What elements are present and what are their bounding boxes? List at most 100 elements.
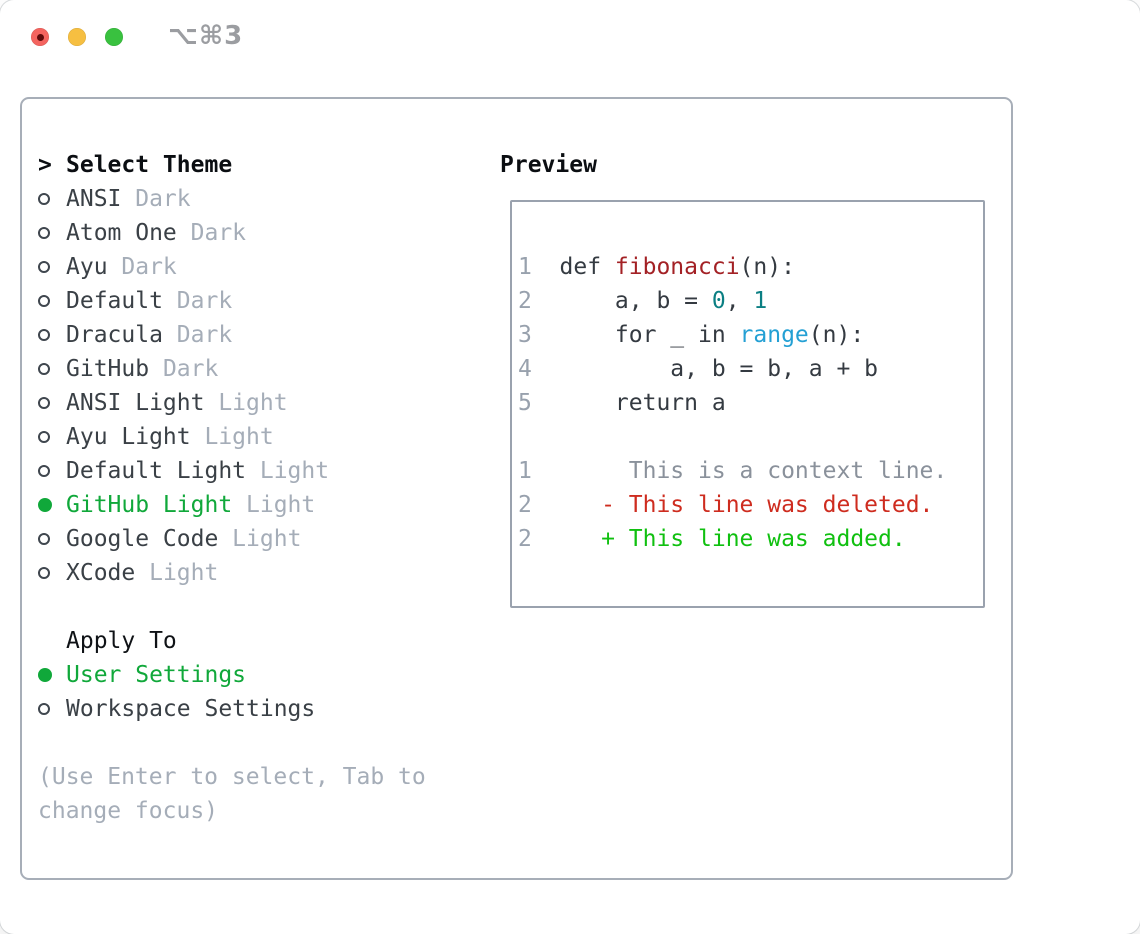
code-token: ,	[725, 288, 754, 314]
code-token: range	[739, 322, 809, 348]
radio-dot	[38, 533, 50, 545]
theme-item[interactable]: ANSI Light Light	[38, 386, 426, 420]
theme-item[interactable]: Default Light Light	[38, 454, 426, 488]
code-token: + This line was added.	[559, 526, 906, 552]
radio-dot	[38, 397, 50, 409]
close-button[interactable]	[31, 28, 49, 46]
option-label: GitHub	[66, 356, 150, 382]
line-number: 4	[518, 356, 532, 382]
option-label: Default Light	[66, 458, 247, 484]
apply-to-option[interactable]: Workspace Settings	[38, 692, 426, 726]
radio-icon	[38, 363, 66, 375]
option-variant: Light	[190, 424, 274, 450]
option-variant: Light	[246, 458, 330, 484]
code-token: (n):	[739, 254, 795, 280]
option-label: Workspace Settings	[66, 696, 316, 722]
radio-dot	[38, 498, 52, 512]
code-line: 5 return a	[518, 386, 983, 420]
option-label: ANSI Light	[66, 390, 205, 416]
line-number: 3	[518, 322, 532, 348]
radio-icon	[38, 431, 66, 443]
radio-selected-icon	[38, 668, 66, 682]
theme-item[interactable]: Ayu Light Light	[38, 420, 426, 454]
radio-icon	[38, 567, 66, 579]
option-label: Google Code	[66, 526, 219, 552]
option-variant: Dark	[162, 288, 233, 314]
hint-text: (Use Enter to select, Tab to change focu…	[38, 764, 426, 824]
option-label: Dracula	[66, 322, 163, 348]
code-token: This is a context line.	[559, 458, 948, 484]
option-variant: Dark	[121, 186, 191, 212]
radio-icon	[38, 703, 66, 715]
apply-to-title: Apply To	[66, 628, 177, 654]
code-token: a, b =	[559, 288, 712, 314]
option-variant: Dark	[149, 356, 219, 382]
apply-to-option[interactable]: User Settings	[38, 658, 426, 692]
code-line: 3 for _ in range(n):	[518, 318, 983, 352]
theme-item[interactable]: XCode Light	[38, 556, 426, 590]
radio-selected-icon	[38, 498, 66, 512]
theme-item[interactable]: Ayu Dark	[38, 250, 426, 284]
code-line	[518, 420, 983, 454]
option-variant: Light	[204, 390, 288, 416]
option-variant: Dark	[176, 220, 247, 246]
option-label: XCode	[66, 560, 136, 586]
code-line: 2 a, b = 0, 1	[518, 284, 983, 318]
close-dot-icon	[36, 33, 44, 41]
code-token: 1	[753, 288, 768, 314]
theme-item[interactable]: ANSI Dark	[38, 182, 426, 216]
code-token: (n):	[808, 322, 865, 348]
option-variant: Dark	[107, 254, 177, 280]
radio-dot	[38, 431, 50, 443]
zoom-button[interactable]	[105, 28, 123, 46]
code-line: 4 a, b = b, a + b	[518, 352, 983, 386]
option-label: User Settings	[66, 662, 247, 688]
option-variant: Light	[232, 492, 316, 518]
radio-dot	[38, 227, 50, 239]
option-label: Ayu	[66, 254, 108, 280]
theme-item[interactable]: Atom One Dark	[38, 216, 426, 250]
radio-icon	[38, 533, 66, 545]
theme-item[interactable]: Default Dark	[38, 284, 426, 318]
option-label: Default	[66, 288, 163, 314]
option-variant: Light	[218, 526, 302, 552]
option-variant: Light	[135, 560, 219, 586]
radio-icon	[38, 295, 66, 307]
code-line: 2 + This line was added.	[518, 522, 983, 556]
code-token: 0	[711, 288, 726, 314]
code-token: fibonacci	[614, 254, 740, 280]
window-title: ⌥⌘3	[168, 21, 244, 51]
minimize-button[interactable]	[68, 28, 86, 46]
line-number: 1	[518, 254, 532, 280]
radio-dot	[38, 567, 50, 579]
theme-item[interactable]: GitHub Light Light	[38, 488, 426, 522]
option-label: GitHub Light	[66, 492, 233, 518]
theme-list-title: Select Theme	[66, 152, 233, 178]
theme-item[interactable]: Dracula Dark	[38, 318, 426, 352]
line-number: 1	[518, 458, 532, 484]
radio-dot	[38, 193, 50, 205]
option-label: ANSI	[66, 186, 122, 212]
theme-item[interactable]: Google Code Light	[38, 522, 426, 556]
option-label: Ayu Light	[66, 424, 191, 450]
radio-dot	[38, 295, 50, 307]
theme-list-header: > Select Theme	[38, 148, 426, 182]
radio-icon	[38, 465, 66, 477]
preview-title: Preview	[500, 152, 597, 178]
titlebar: ⌥⌘3	[0, 0, 1140, 76]
code-line: 2 - This line was deleted.	[518, 488, 983, 522]
radio-dot	[38, 329, 50, 341]
apply-to-header: Apply To	[38, 624, 426, 658]
line-number: 2	[518, 288, 532, 314]
theme-item[interactable]: GitHub Dark	[38, 352, 426, 386]
section-gap	[38, 726, 426, 760]
option-label: Atom One	[66, 220, 177, 246]
radio-icon	[38, 329, 66, 341]
